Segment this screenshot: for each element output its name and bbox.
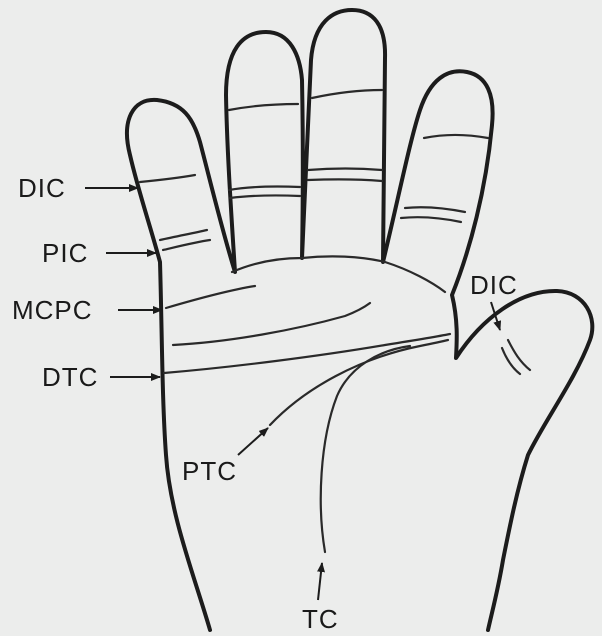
- label-tc: TC: [302, 604, 339, 634]
- finger2-dic-crease: [229, 104, 298, 110]
- label-pic: PIC: [42, 238, 88, 268]
- finger2-pic-crease: [229, 186, 300, 190]
- mcpc-crease: [166, 286, 255, 308]
- labels: DIC PIC MCPC DTC DIC PTC TC: [12, 173, 518, 634]
- finger3-dic-crease: [312, 90, 382, 98]
- label-dtc: DTC: [42, 362, 98, 392]
- ptc-crease: [270, 340, 448, 425]
- thumb-dic-crease-2: [502, 348, 520, 374]
- finger4-pic-crease-2: [401, 217, 461, 222]
- ptc-arrow: [238, 428, 268, 455]
- label-leaders: [85, 188, 500, 600]
- left-finger-dic-crease: [140, 175, 195, 182]
- label-dic-thumb: DIC: [470, 270, 518, 300]
- finger2-pic-crease-2: [230, 195, 300, 198]
- finger4-dic-crease: [424, 135, 488, 138]
- left-finger-pic-crease: [160, 230, 207, 240]
- label-ptc: PTC: [182, 456, 237, 486]
- finger-base-web: [232, 256, 445, 292]
- tc-arrow: [318, 563, 322, 600]
- finger4-pic-crease: [405, 207, 465, 212]
- dtc-crease: [164, 334, 450, 373]
- hand-outline: [127, 10, 592, 630]
- left-finger-pic-crease-2: [163, 240, 210, 250]
- finger3-pic-crease-2: [308, 179, 382, 181]
- palm-creases: [164, 286, 450, 552]
- hand-silhouette: [127, 10, 592, 630]
- label-mcpc: MCPC: [12, 295, 93, 325]
- label-dic-left: DIC: [18, 173, 66, 203]
- finger3-pic-crease: [308, 169, 382, 171]
- middle-palmar-crease: [173, 303, 370, 345]
